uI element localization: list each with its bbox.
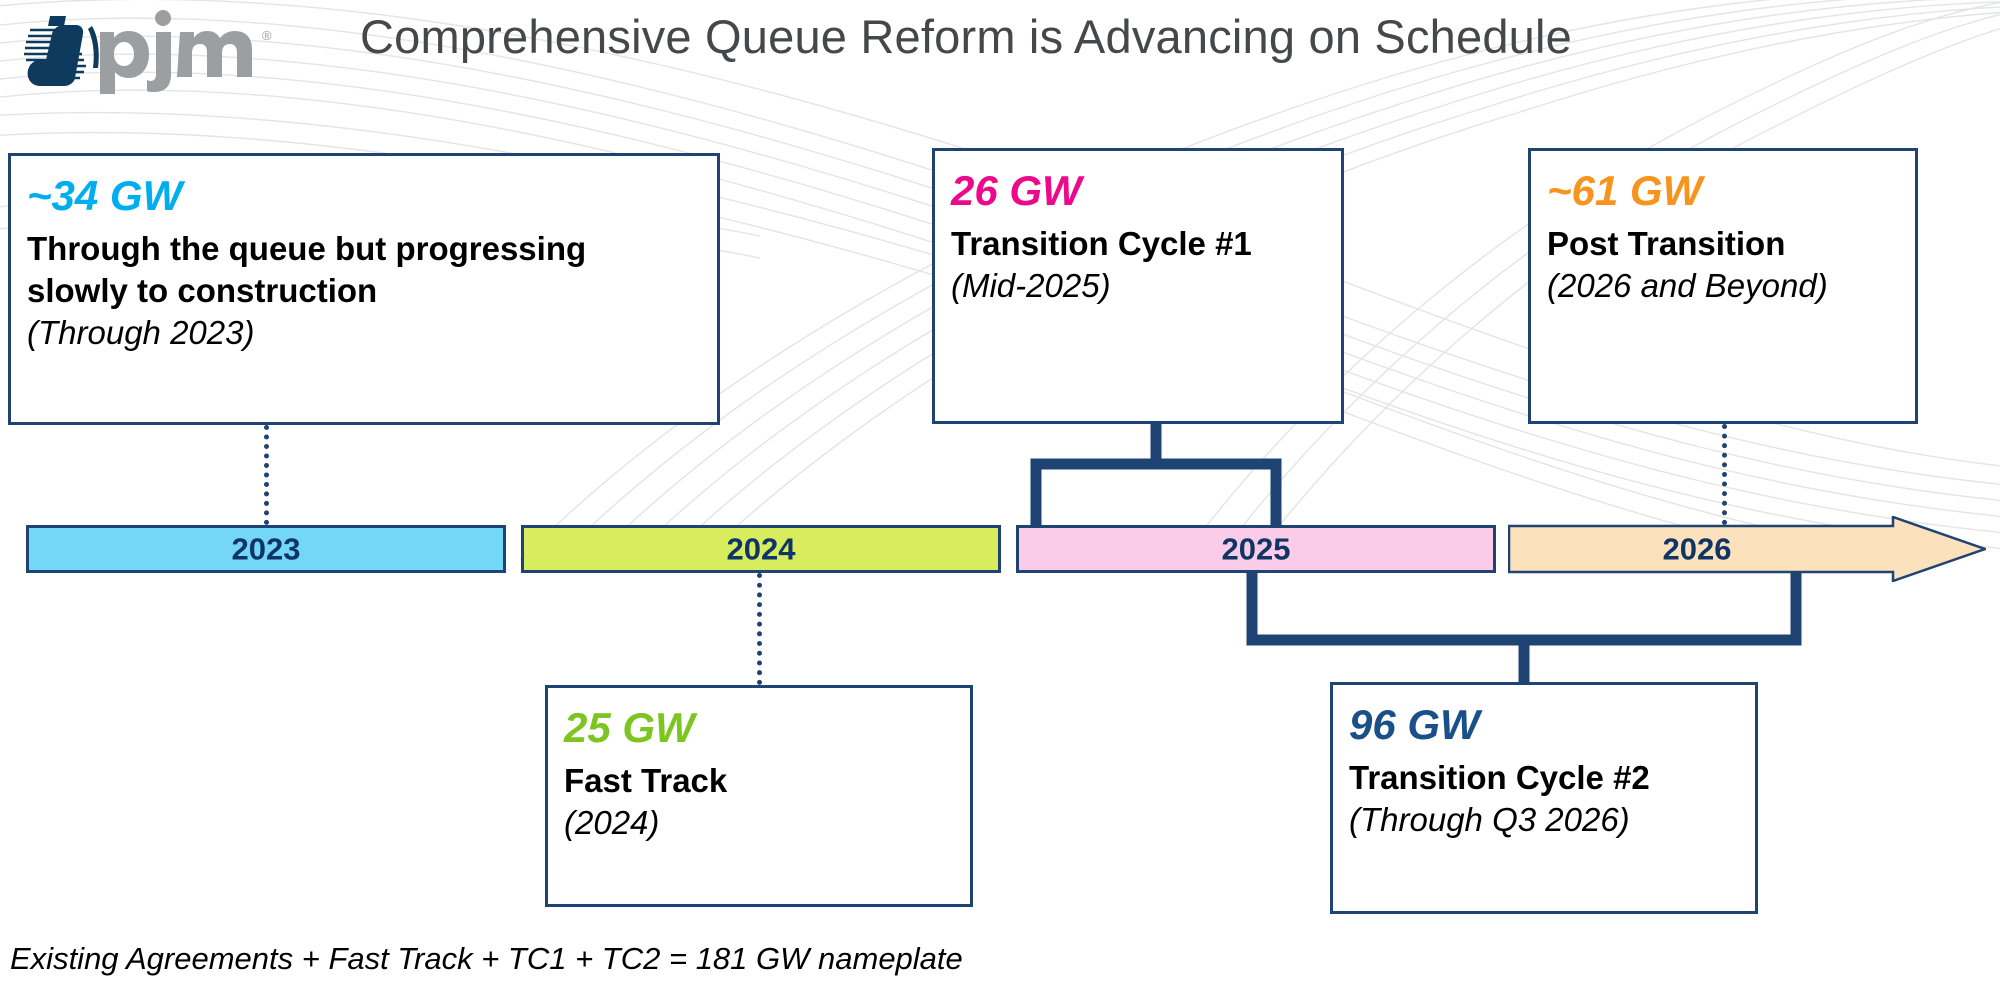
callout-existing-amount: ~34 GW xyxy=(27,172,183,219)
callout-fast-track[interactable]: 25 GW Fast Track (2024) xyxy=(545,685,973,907)
callout-fast-track-period: (2024) xyxy=(564,804,660,841)
callout-tc1-description: Transition Cycle #1 xyxy=(951,225,1252,262)
connector-2024-to-fast-track xyxy=(757,573,762,685)
callout-existing-description-line1: Through the queue but progressing xyxy=(27,230,587,267)
timeline-bar-2026-label: 2026 xyxy=(1662,531,1732,567)
registered-trademark-icon: ® xyxy=(262,28,272,43)
callout-transition-cycle-1[interactable]: 26 GW Transition Cycle #1 (Mid-2025) xyxy=(932,148,1344,424)
callout-tc1-amount: 26 GW xyxy=(951,167,1082,214)
connector-tc1-bracket xyxy=(1030,414,1282,532)
callout-post-transition-description: Post Transition xyxy=(1547,225,1786,262)
callout-fast-track-amount: 25 GW xyxy=(564,704,695,751)
callout-tc2-amount: 96 GW xyxy=(1349,701,1480,748)
callout-tc2-period: (Through Q3 2026) xyxy=(1349,801,1630,838)
connector-existing-to-2023 xyxy=(264,425,269,525)
pjm-keystone-mark xyxy=(24,16,99,86)
pjm-wordmark xyxy=(100,10,252,94)
connector-tc2-bracket xyxy=(1246,564,1802,692)
callout-post-transition[interactable]: ~61 GW Post Transition (2026 and Beyond) xyxy=(1528,148,1918,424)
timeline-bar-2023-label: 2023 xyxy=(231,531,301,567)
timeline-bar-2026-arrow[interactable]: 2026 xyxy=(1507,515,1989,583)
callout-post-transition-amount: ~61 GW xyxy=(1547,167,1703,214)
timeline-bar-2023[interactable]: 2023 xyxy=(26,525,506,573)
callout-existing-description-line2: slowly to construction xyxy=(27,272,378,309)
callout-fast-track-description: Fast Track xyxy=(564,762,728,799)
callout-tc2-description: Transition Cycle #2 xyxy=(1349,759,1650,796)
callout-post-transition-period: (2026 and Beyond) xyxy=(1547,267,1828,304)
timeline-bar-2024-label: 2024 xyxy=(726,531,796,567)
timeline-bar-2024[interactable]: 2024 xyxy=(521,525,1001,573)
timeline-bar-2025[interactable]: 2025 xyxy=(1016,525,1496,573)
callout-existing-agreements[interactable]: ~34 GW Through the queue but progressing… xyxy=(8,153,720,425)
connector-post-transition-to-2026 xyxy=(1722,424,1727,525)
callout-tc1-period: (Mid-2025) xyxy=(951,267,1111,304)
callout-existing-period: (Through 2023) xyxy=(27,314,255,351)
callout-transition-cycle-2[interactable]: 96 GW Transition Cycle #2 (Through Q3 20… xyxy=(1330,682,1758,914)
timeline-bar-2025-label: 2025 xyxy=(1221,531,1291,567)
footer-note: Existing Agreements + Fast Track + TC1 +… xyxy=(10,941,963,976)
page-title: Comprehensive Queue Reform is Advancing … xyxy=(360,10,1573,63)
pjm-logo: ® xyxy=(14,8,284,98)
